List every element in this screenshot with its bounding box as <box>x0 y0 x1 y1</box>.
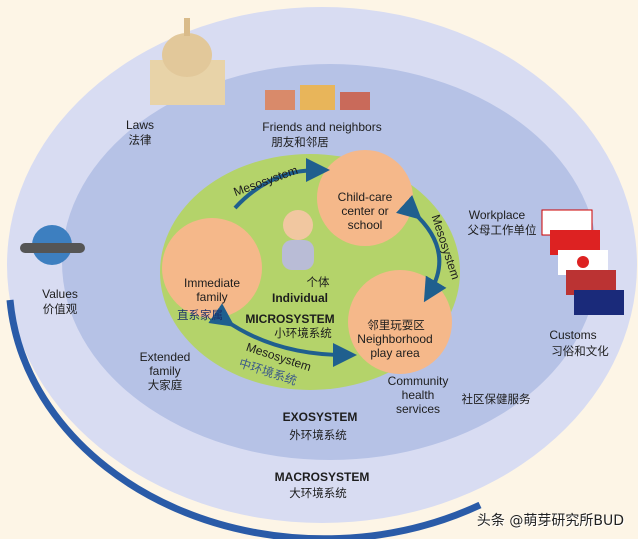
values-label-cn: 价值观 <box>42 302 78 316</box>
extended-label-cn: 大家庭 <box>147 378 183 392</box>
health-line3: services <box>395 402 440 416</box>
family-label-cn: 直系家属 <box>177 308 223 322</box>
laws-label: Laws <box>125 118 155 132</box>
individual-label: Individual <box>271 291 329 305</box>
mesosystem-arrow-bottom <box>208 303 357 367</box>
watermark: 头条 @萌芽研究所BUD <box>476 513 624 529</box>
microsystem-label-cn: 小环境系统 <box>274 326 332 340</box>
macrosystem-label: MACROSYSTEM <box>274 470 370 484</box>
childcare-circle <box>317 150 413 246</box>
capitol-icon <box>150 18 225 105</box>
mesosystem-arrow-right <box>396 195 447 303</box>
exosystem-label: EXOSYSTEM <box>282 410 358 424</box>
extended-line2: family <box>149 364 181 378</box>
health-label-cn: 社区保健服务 <box>461 392 531 406</box>
exosystem-label-cn: 外环境系统 <box>289 428 347 442</box>
play-line2: play area <box>370 346 420 360</box>
macrosystem-outline <box>6 299 482 539</box>
microsystem-label: MICROSYSTEM <box>245 312 335 326</box>
workplace-label-cn: 父母工作单位 <box>467 223 537 237</box>
friends-label: Friends and neighbors <box>262 120 382 134</box>
macrosystem-label-cn: 大环境系统 <box>289 486 347 500</box>
customs-label-cn: 习俗和文化 <box>551 344 609 358</box>
child-figure-icon <box>282 210 314 270</box>
health-line2: health <box>401 388 435 402</box>
family-circle <box>162 218 262 318</box>
mesosystem-arrow-top <box>233 158 330 210</box>
play-line1: Neighborhood <box>357 332 433 346</box>
houses-icon <box>265 85 370 110</box>
extended-line1: Extended <box>139 350 191 364</box>
extended-family-label: Extended family 大家庭 <box>140 350 191 392</box>
handshake-globe-icon <box>20 225 85 265</box>
play-label: Neighborhood play area <box>357 332 432 360</box>
childcare-label: Child-care center or school <box>338 190 393 232</box>
health-line1: Community <box>387 374 449 388</box>
family-label: Immediate family <box>184 276 240 304</box>
play-label-cn: 邻里玩耍区 <box>367 318 425 332</box>
laws-label-cn: 法律 <box>128 133 152 147</box>
childcare-line1: Child-care <box>337 190 393 204</box>
flags-icon <box>541 209 624 315</box>
values-label: Values <box>42 287 78 301</box>
family-line2: family <box>196 290 228 304</box>
friends-label-cn: 朋友和邻居 <box>271 135 329 149</box>
individual-label-cn: 个体 <box>306 275 330 289</box>
family-line1: Immediate <box>183 276 241 290</box>
childcare-line2: center or <box>341 204 389 218</box>
childcare-line3: school <box>347 218 383 232</box>
customs-label: Customs <box>549 328 597 342</box>
workplace-label: Workplace <box>468 208 526 222</box>
health-label: Community health services <box>388 374 449 416</box>
